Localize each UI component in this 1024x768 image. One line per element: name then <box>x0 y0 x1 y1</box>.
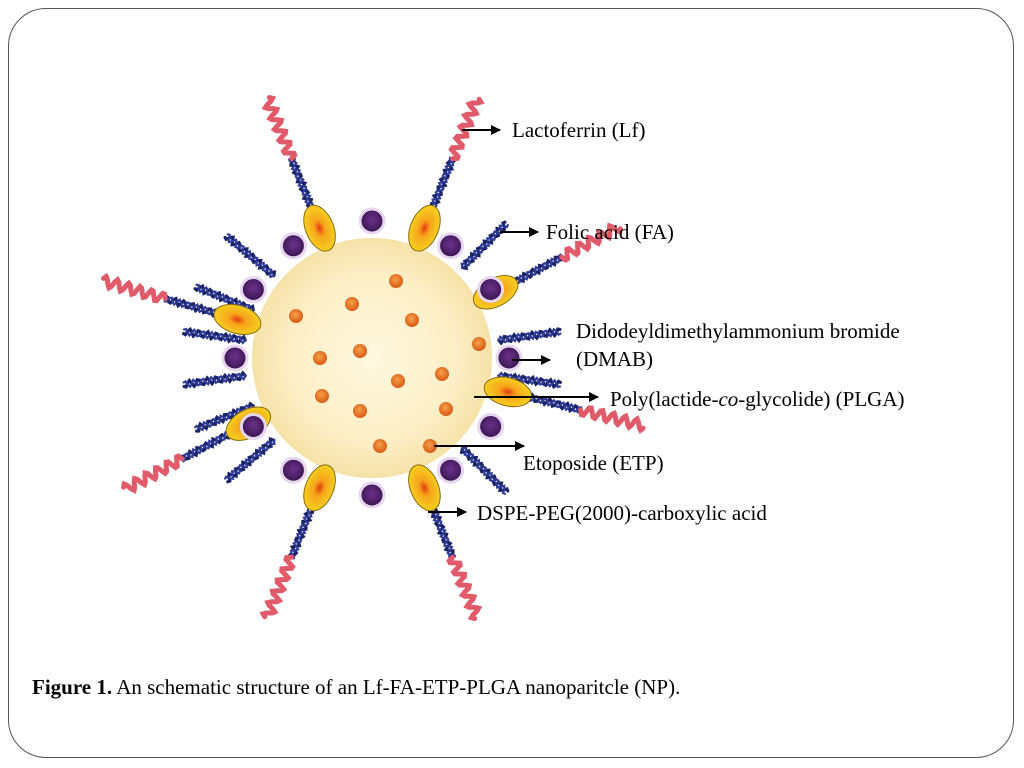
dmab-sphere-6 <box>495 344 523 372</box>
etoposide-particle-12 <box>373 439 387 453</box>
peg-bead-6 <box>303 464 336 512</box>
folic-acid-chain-0-strand <box>226 233 275 279</box>
folic-acid-chain-2-strand <box>497 327 562 344</box>
etoposide-label: Etoposide (ETP) <box>523 451 664 475</box>
dmab-sphere-10 <box>437 456 465 484</box>
etoposide-particle-6 <box>435 367 449 381</box>
lactoferrin-chain-1 <box>448 96 485 162</box>
folic-acid-chain-4-strand <box>182 372 247 389</box>
etoposide-particle-11 <box>353 404 367 418</box>
lactoferrin-chain-0 <box>261 95 298 162</box>
lactoferrin-chain-7 <box>446 554 483 621</box>
etoposide-particle-0 <box>389 274 403 288</box>
dspe-label: DSPE-PEG(2000)-carboxylic acid <box>477 501 767 525</box>
folic-acid-chain-6-strand <box>461 446 506 495</box>
lactoferrin-label: Lactoferrin (Lf) <box>512 118 646 142</box>
folic-acid-chain-5-strand <box>183 327 247 345</box>
plga-core <box>252 238 492 478</box>
dmab-label-line2: (DMAB) <box>576 347 653 371</box>
dmab-sphere-9 <box>279 456 307 484</box>
folic-acid-chain-3-strand <box>497 371 561 389</box>
dmab-sphere-2 <box>437 232 465 260</box>
figure-caption: Figure 1. An schematic structure of an L… <box>32 675 680 700</box>
plga-label-prefix: Poly(lactide- <box>610 387 719 411</box>
dmab-sphere-4 <box>477 276 505 303</box>
dmab-sphere-5 <box>221 344 249 372</box>
lactoferrin-chain-4 <box>121 453 185 494</box>
etoposide-particle-2 <box>405 313 419 327</box>
dmab-label-line1: Didodeyldimethylammonium bromide <box>576 319 900 343</box>
dmab-sphere-7 <box>239 413 267 440</box>
lactoferrin-chain-3 <box>578 405 646 434</box>
dmab-sphere-0 <box>358 207 386 235</box>
etoposide-particle-5 <box>313 351 327 365</box>
caption-text: An schematic structure of an Lf-FA-ETP-P… <box>112 675 681 699</box>
lactoferrin-chain-5 <box>101 272 168 304</box>
slide-frame <box>8 8 1014 758</box>
etoposide-particle-3 <box>289 309 303 323</box>
plga-label-suffix: -glycolide) (PLGA) <box>738 387 905 411</box>
caption-figure-number: Figure 1. <box>32 675 113 699</box>
lactoferrin-chain-6 <box>259 554 296 620</box>
peg-bead-7 <box>408 464 441 512</box>
peg-bead-5 <box>213 303 262 335</box>
dmab-sphere-1 <box>279 232 307 260</box>
peg-bead-1 <box>408 204 441 252</box>
etoposide-particle-7 <box>391 374 405 388</box>
dmab-sphere-3 <box>239 276 267 303</box>
etoposide-particle-13 <box>423 439 437 453</box>
folic-acid-label: Folic acid (FA) <box>546 220 674 244</box>
etoposide-particle-10 <box>439 402 453 416</box>
dmab-spheres <box>221 207 523 509</box>
plga-label-italic: co <box>718 387 739 411</box>
etoposide-particle-1 <box>345 297 359 311</box>
peg-bead-0 <box>303 204 336 252</box>
dmab-sphere-11 <box>358 481 386 509</box>
peg-beads <box>213 204 532 512</box>
etoposide-particle-4 <box>353 344 367 358</box>
lactoferrin-chain-2 <box>559 222 623 264</box>
etoposide-particles <box>289 274 486 453</box>
plga-label: Poly(lactide-co-glycolide) (PLGA) <box>610 386 905 412</box>
etoposide-particle-9 <box>315 389 329 403</box>
dmab-sphere-8 <box>477 413 505 440</box>
etoposide-particle-8 <box>472 337 486 351</box>
folic-acid-chain-7-strand <box>224 439 276 480</box>
